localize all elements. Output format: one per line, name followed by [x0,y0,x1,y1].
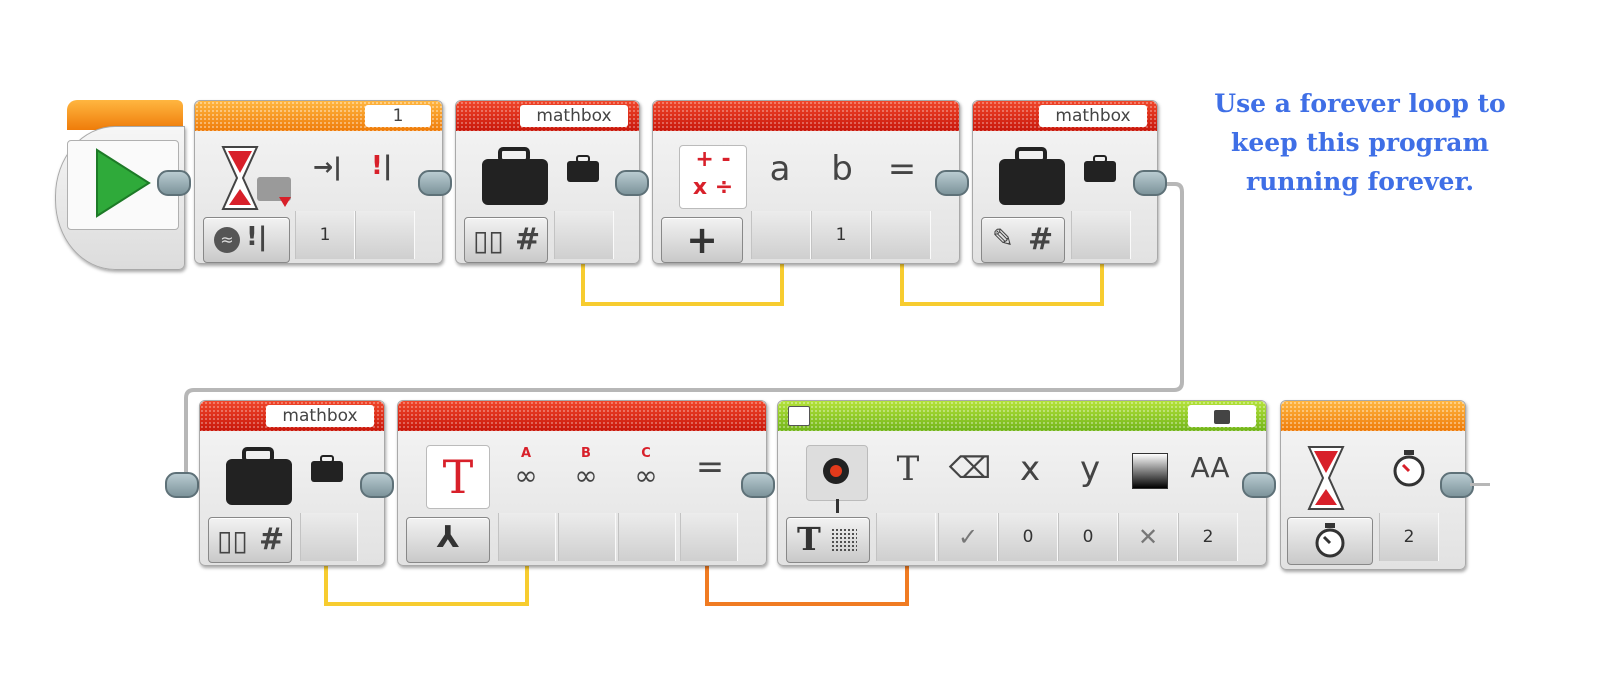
sequence-plug[interactable] [1242,472,1276,498]
text-icon: T [426,445,490,509]
briefcase-icon [226,447,292,505]
input-a[interactable] [498,513,556,561]
label-a: a [769,149,791,189]
variable-name[interactable]: mathbox [1039,105,1147,127]
text-grid-mode[interactable]: T [786,517,870,563]
seconds-input[interactable]: 2 [1379,513,1439,561]
wait-block[interactable]: 1 →| !| ≈ !| 1 [194,100,443,264]
alert-icon: !| [371,151,393,181]
text-block[interactable]: T A ∞ B ∞ C ∞ = ⅄ [397,400,767,566]
sequence-plug-out[interactable] [157,170,191,196]
font-size-label: AA [1190,451,1230,484]
sequence-plug[interactable] [418,170,452,196]
briefcase-icon [482,147,548,205]
clear-screen-input[interactable]: ✓ [938,513,998,561]
sequence-wire [184,182,1184,486]
briefcase-icon [999,147,1065,205]
merge-icon: ⅄ [436,520,460,555]
link-icon-a: A ∞ [514,446,538,492]
text-wire [705,560,909,606]
increase-icon: →| [313,153,342,181]
label-equals: = [695,447,725,487]
header-value[interactable]: 1 [365,105,431,127]
small-briefcase-icon [1084,155,1116,182]
timer-icon [1393,450,1425,487]
mode-selector[interactable]: ≈ !| [203,217,290,263]
brick-display-selector[interactable] [1188,405,1256,427]
link-icon-c: C ∞ [634,446,658,492]
sequence-plug-out[interactable] [1440,472,1474,498]
variable-read-block[interactable]: mathbox ▯▯ # [455,100,640,264]
x-input[interactable]: 0 [998,513,1058,561]
hourglass-icon [221,146,291,210]
text-label: T [896,449,920,489]
input-b[interactable]: 1 [811,211,871,259]
sequence-plug[interactable] [1133,170,1167,196]
book-icon: ▯▯ [217,524,248,557]
color-icon [1132,453,1168,489]
input-a[interactable] [751,211,811,259]
display-block[interactable]: T ⌫ x y AA T ✓ 0 0 ✕ 2 [777,400,1267,566]
stopwatch-icon [1315,523,1345,558]
sequence-plug[interactable] [741,472,775,498]
result-output[interactable] [871,211,931,259]
variable-read-block-2[interactable]: mathbox ▯▯ # [199,400,385,566]
text-input[interactable] [876,513,936,561]
sequence-plug[interactable] [615,170,649,196]
timer-mode[interactable] [1287,517,1373,565]
brick-icon [1214,410,1230,424]
math-operators-icon: + - x ÷ [679,145,747,209]
variable-write-block[interactable]: mathbox ✎ # [972,100,1158,264]
math-block[interactable]: + - x ÷ a b = + 1 [652,100,960,264]
value-input[interactable] [1071,211,1131,259]
add-mode[interactable]: + [661,217,743,263]
hourglass-icon [1307,446,1345,510]
y-input[interactable]: 0 [1058,513,1118,561]
small-briefcase-icon [567,155,599,182]
small-briefcase-icon [311,455,343,482]
read-numeric-mode[interactable]: ▯▯ # [208,517,292,563]
book-icon: ▯▯ [473,224,504,257]
pencil-icon: ✎ [992,224,1014,254]
result-output[interactable] [680,513,738,561]
input-b[interactable] [558,513,616,561]
merge-mode[interactable]: ⅄ [406,517,490,563]
variable-output[interactable] [300,513,358,561]
input-c[interactable] [618,513,676,561]
variable-name[interactable]: mathbox [520,105,628,127]
eraser-icon: ⌫ [948,451,992,486]
start-block[interactable] [55,100,185,270]
display-icon [806,445,868,501]
x-label: x [1019,449,1041,489]
sequence-plug[interactable] [360,472,394,498]
forever-loop-note: Use a forever loop to keep this program … [1214,89,1506,196]
data-wire-1 [581,258,784,306]
label-b: b [831,149,853,189]
label-equals: = [887,149,917,189]
port-view-icon [788,406,810,426]
link-icon-b: B ∞ [574,446,598,492]
sequence-plug-in[interactable] [165,472,199,498]
sequence-end [1470,483,1490,486]
wait-input-1[interactable]: 1 [295,211,355,259]
sequence-plug[interactable] [935,170,969,196]
font-input[interactable]: 2 [1178,513,1238,561]
play-icon [96,148,151,218]
wait-input-2[interactable] [355,211,415,259]
variable-name[interactable]: mathbox [266,405,374,427]
wait-timer-block[interactable]: 2 [1280,400,1466,570]
data-wire-3 [324,560,529,606]
y-label: y [1079,449,1101,489]
grid-icon [831,528,857,552]
write-numeric-mode[interactable]: ✎ # [981,217,1065,263]
display-stem [836,499,839,513]
color-input[interactable]: ✕ [1118,513,1178,561]
port-icon: ≈ [214,227,240,253]
data-wire-2 [900,258,1104,306]
read-numeric-mode[interactable]: ▯▯ # [464,217,548,263]
variable-output[interactable] [554,211,614,259]
